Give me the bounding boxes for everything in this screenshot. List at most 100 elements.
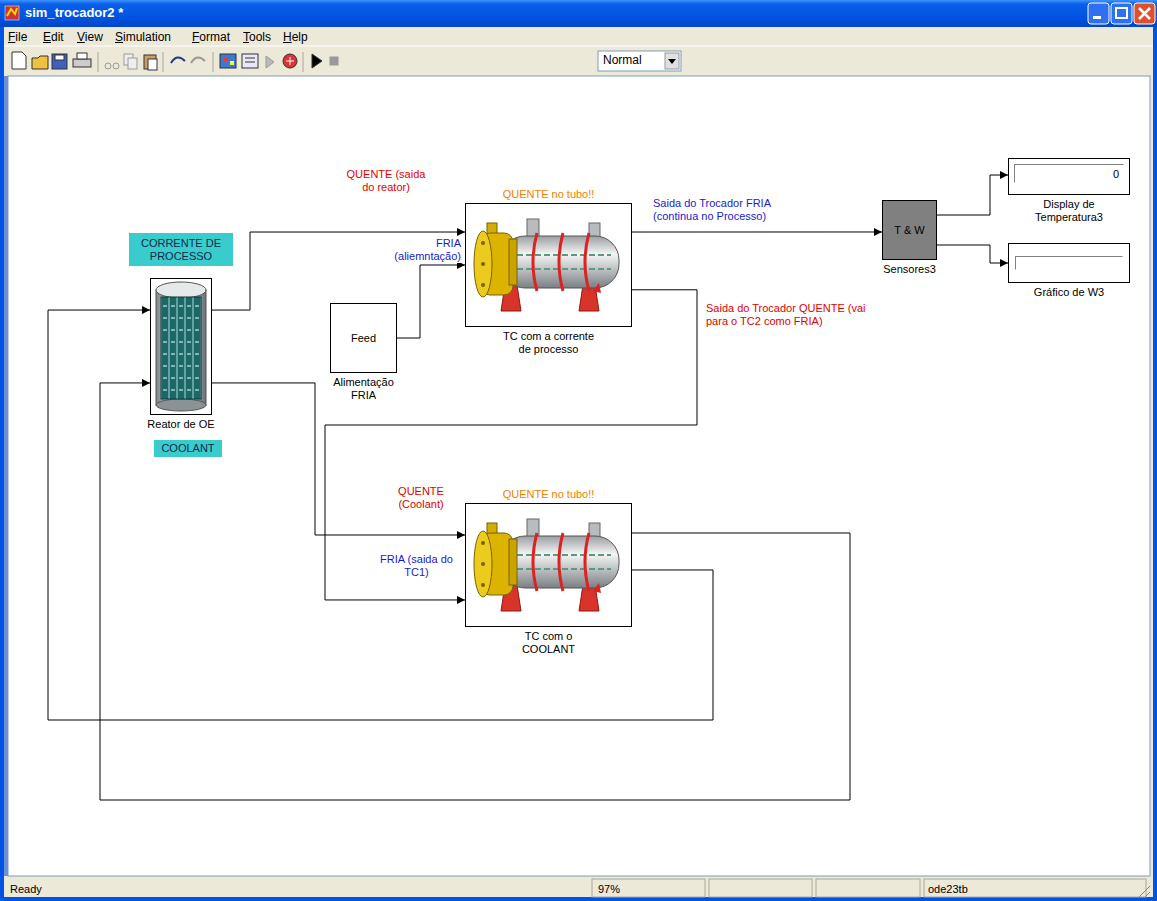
app-icon xyxy=(5,6,19,20)
block-label: Feed xyxy=(351,332,376,345)
reactor-block: Reator de OE xyxy=(150,278,212,415)
signal-line xyxy=(632,231,882,232)
status-text: Ready xyxy=(10,882,42,896)
signal-line xyxy=(325,290,697,600)
drawing-part xyxy=(7,8,17,16)
drawing-part xyxy=(816,879,920,897)
drawing-part xyxy=(52,54,67,69)
drawing-part xyxy=(5,6,19,20)
note-band: CORRENTE DE PROCESSO xyxy=(129,233,233,266)
drawing-part xyxy=(665,53,679,69)
plot-field xyxy=(1015,256,1123,270)
graph-block: Gráfico de W3 xyxy=(1008,243,1130,283)
dropdown-value: Normal xyxy=(603,53,642,68)
drawing-part xyxy=(128,58,137,69)
drawing-part xyxy=(0,27,4,901)
status-text: 97% xyxy=(598,882,620,896)
drawing-part xyxy=(12,52,26,69)
drawing-part xyxy=(266,56,274,68)
toolbar-icons xyxy=(12,52,338,72)
model-canvas xyxy=(8,76,1150,876)
feed-block: FeedAlimentação FRIA xyxy=(330,303,397,373)
line-label: Saida do Trocador FRIA (continua no Proc… xyxy=(652,197,794,223)
drawing-part xyxy=(474,219,619,311)
drawing-part xyxy=(312,54,322,68)
menu-item: Format xyxy=(192,30,230,45)
drawing-part xyxy=(32,56,48,69)
drawing-part xyxy=(161,297,201,399)
block-caption: TC com a corrente de processo xyxy=(499,330,599,356)
menu-item: Simulation xyxy=(115,30,171,45)
drawing-part xyxy=(1093,16,1101,19)
signal-line xyxy=(100,383,850,800)
signal-line xyxy=(397,265,465,338)
drawing-part xyxy=(1134,3,1155,24)
menu-item: Help xyxy=(283,30,308,45)
block-caption: Gráfico de W3 xyxy=(1009,286,1129,299)
line-label: QUENTE (Coolant) xyxy=(385,485,457,511)
drawing-part xyxy=(1111,3,1132,24)
menu-separator xyxy=(4,46,1153,47)
drawing-part xyxy=(1088,3,1109,24)
drawing-part xyxy=(924,879,1146,897)
drawing-part xyxy=(113,63,119,69)
title-bar xyxy=(0,0,1157,27)
line-label: FRIA (saida do TC1) xyxy=(373,553,460,579)
drawing-part xyxy=(171,57,185,63)
drawing-part xyxy=(668,59,676,64)
status-panels xyxy=(592,879,1150,898)
block-label: COOLANT xyxy=(158,442,217,455)
signal-line xyxy=(212,383,465,535)
block-label: T & W xyxy=(894,224,924,237)
signal-line xyxy=(937,175,1008,215)
drawing-part xyxy=(598,51,681,71)
drawing-part xyxy=(163,52,164,72)
drawing-part xyxy=(330,57,338,65)
drawing-part xyxy=(1116,8,1127,18)
drawing-part xyxy=(213,52,214,72)
heat-exchanger-block: QUENTE no tubo!!TC com a corrente de pro… xyxy=(465,203,632,327)
drawing-part xyxy=(242,54,258,68)
window-buttons xyxy=(1088,3,1155,24)
drawing-part xyxy=(156,399,206,411)
drawing-part xyxy=(283,54,297,68)
line-label: QUENTE (saida do reator) xyxy=(340,168,432,194)
window-title: sim_trocador2 * xyxy=(25,5,123,21)
drawing-part xyxy=(286,57,294,65)
drawing-part xyxy=(224,57,228,61)
drawing-part xyxy=(303,52,304,72)
drawing-part xyxy=(220,54,236,68)
drawing-part xyxy=(191,57,205,63)
drawing-part xyxy=(144,55,156,69)
block-label: CORRENTE DE PROCESSO xyxy=(129,237,233,263)
block-note: QUENTE no tubo!! xyxy=(503,488,595,501)
menu-item: Tools xyxy=(243,30,271,45)
signal-line xyxy=(212,232,465,310)
drawing-part xyxy=(156,290,206,405)
block-caption: Alimentação FRIA xyxy=(326,376,401,402)
block-caption: Reator de OE xyxy=(136,418,226,431)
drawing-part xyxy=(474,519,619,611)
drawing-part xyxy=(73,59,91,67)
heat-exchanger-block: QUENTE no tubo!!TC com o COOLANT xyxy=(465,503,632,627)
drawing-part xyxy=(105,63,111,69)
menu-item: View xyxy=(77,30,103,45)
drawing-part xyxy=(0,897,1157,901)
drawing-part xyxy=(55,55,64,60)
canvas-edge xyxy=(4,76,8,876)
drawing-part xyxy=(148,59,157,70)
block-caption: Display de Temperatura3 xyxy=(1029,198,1109,224)
sensor-block: T & WSensores3 xyxy=(882,200,937,260)
drawing-part xyxy=(77,53,87,59)
menu-item: File xyxy=(8,30,27,45)
note-band: COOLANT xyxy=(154,440,221,457)
drawing-part xyxy=(709,879,812,897)
drawing-part xyxy=(245,62,255,63)
block-caption: Sensores3 xyxy=(870,263,950,276)
drawing-part xyxy=(230,61,234,65)
signal-line xyxy=(937,245,1008,263)
mode-dropdown xyxy=(598,51,681,71)
drawing-part xyxy=(1139,8,1150,19)
